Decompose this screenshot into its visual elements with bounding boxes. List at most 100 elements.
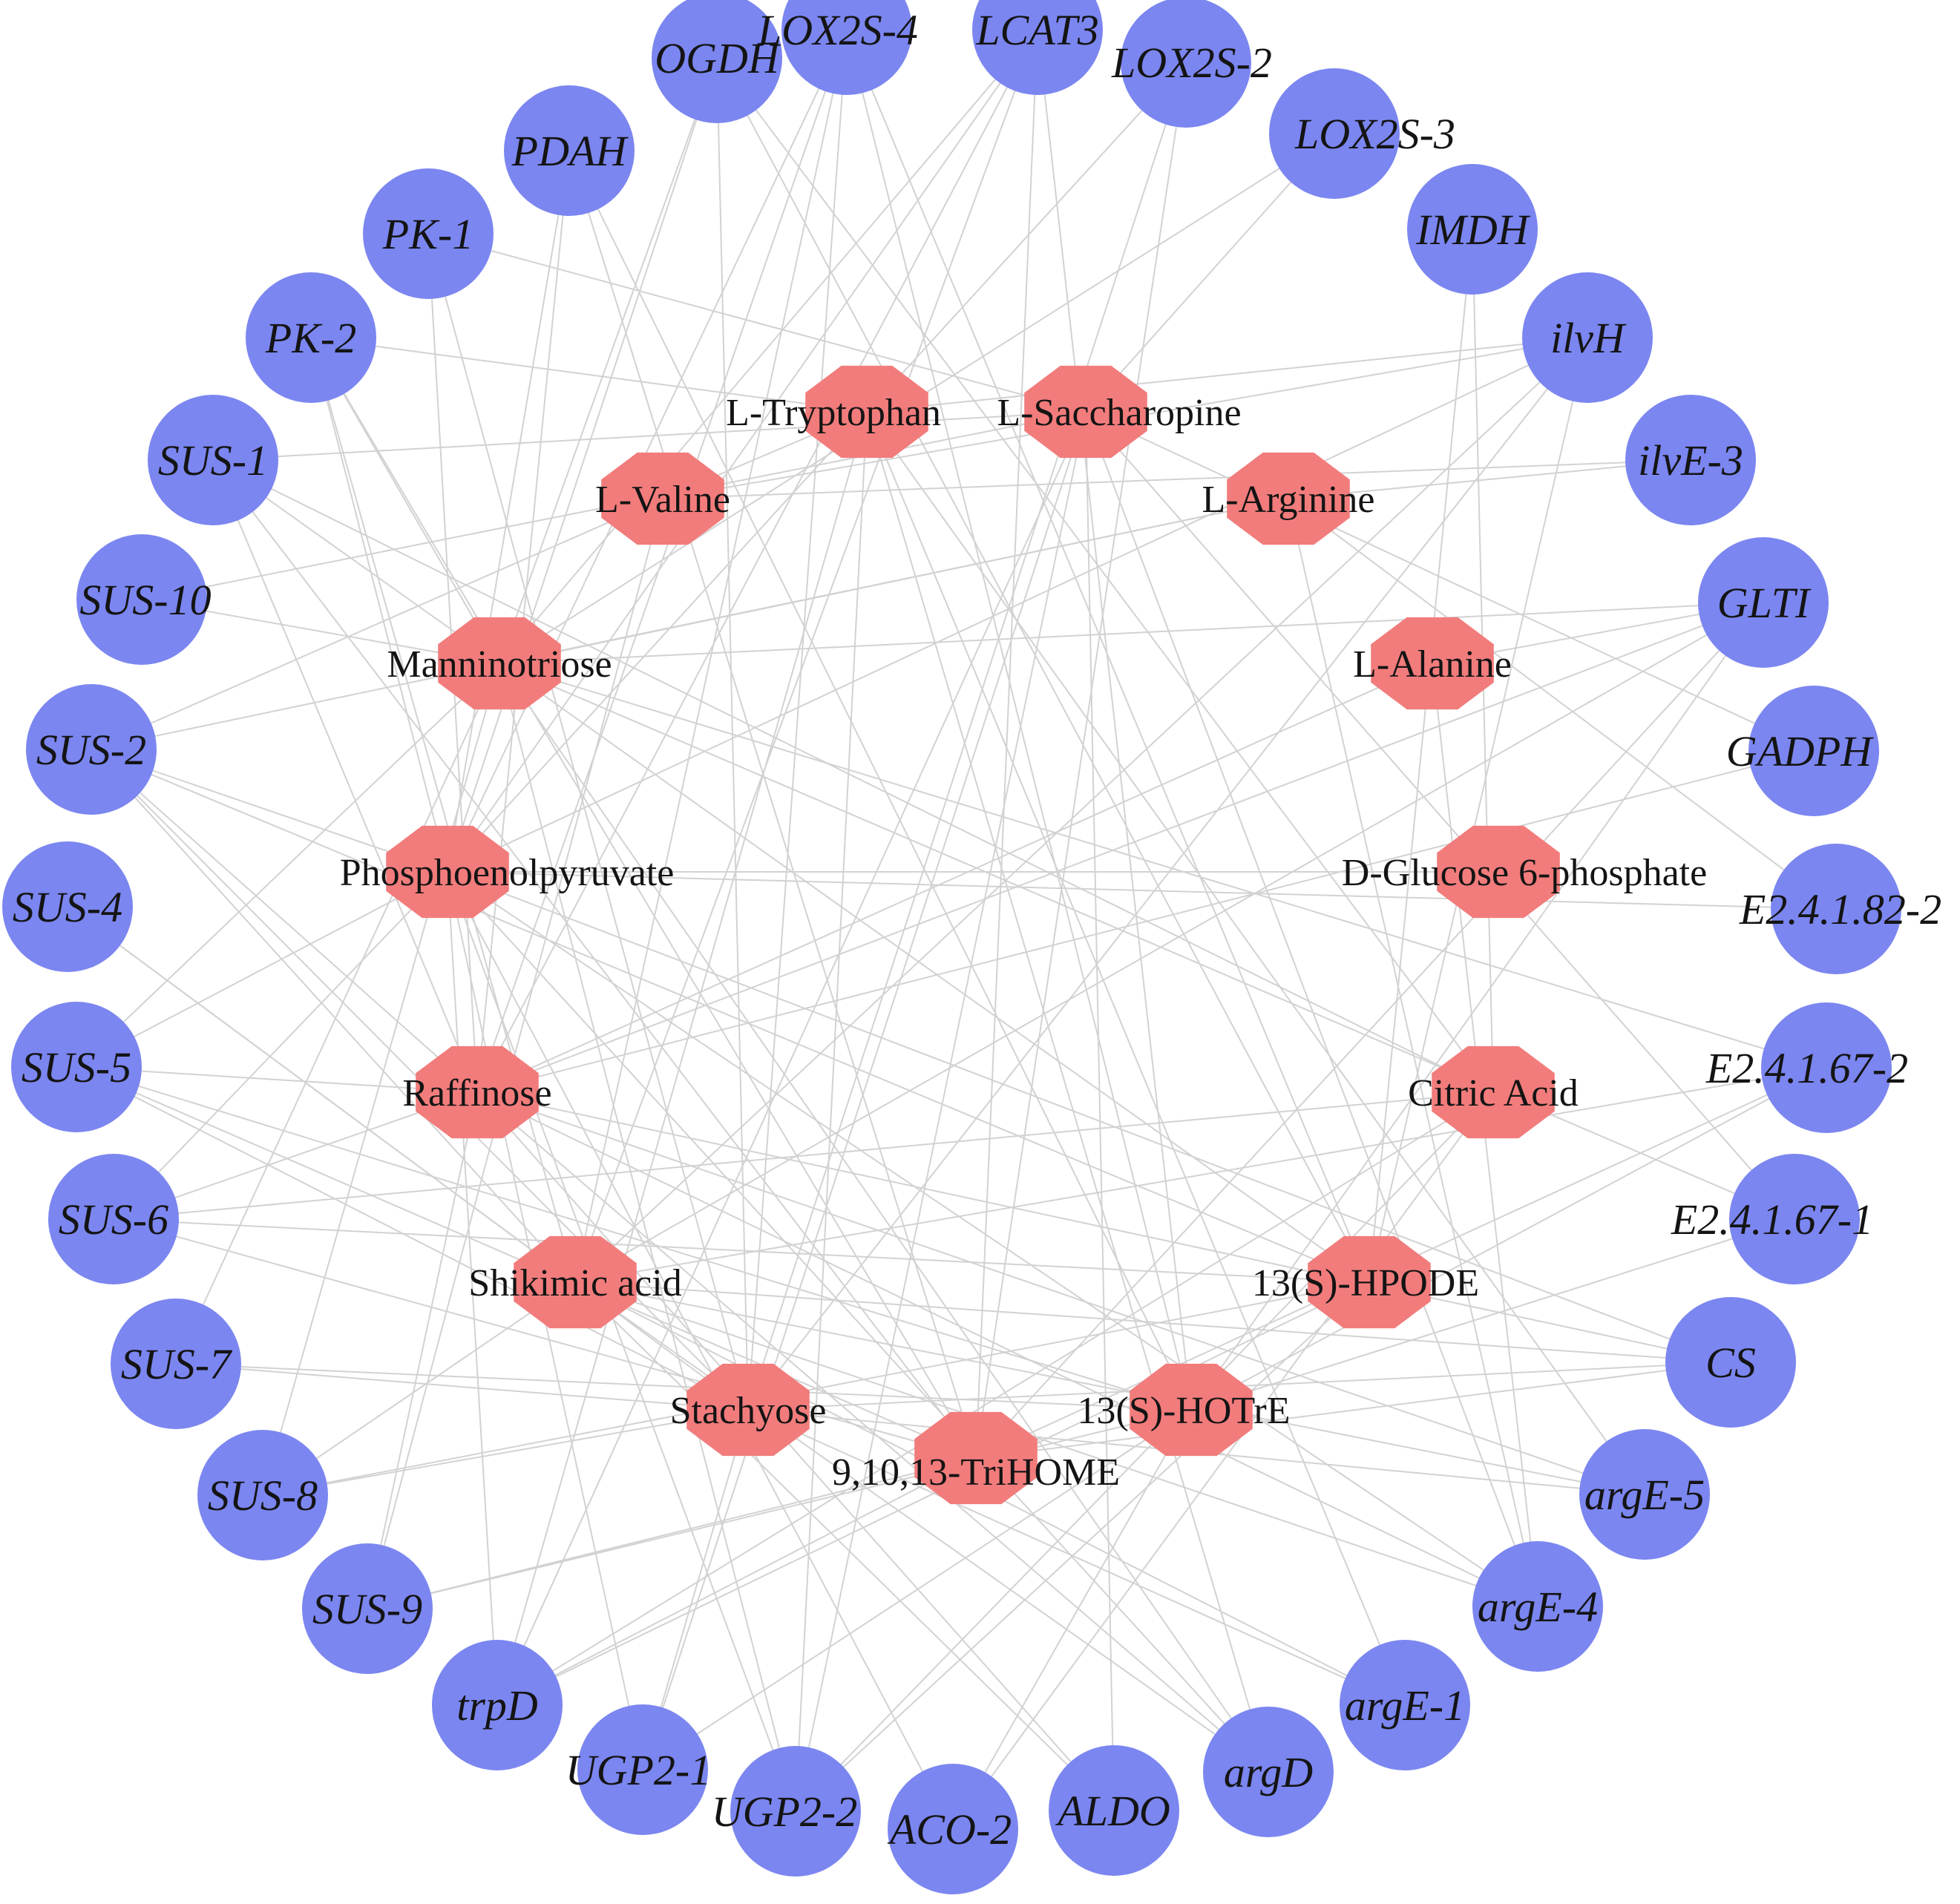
metabolite-octagon: [805, 365, 928, 459]
metabolite-node-phosphoenolpyruvate[interactable]: Phosphoenolpyruvate: [340, 825, 675, 919]
gene-circle: [1665, 1297, 1796, 1428]
gene-node-sus-2[interactable]: SUS-2: [26, 684, 157, 815]
metabolite-node-l-alanine[interactable]: L-Alanine: [1353, 617, 1512, 710]
metabolite-node-d-glucose-6-phosphate[interactable]: D-Glucose 6-phosphate: [1342, 825, 1707, 919]
edge-pk-1-stachyose: [427, 233, 749, 1411]
metabolite-octagon: [1227, 452, 1350, 545]
metabolite-label: L-Alanine: [1353, 643, 1512, 686]
edge-sus-6-9-10-13-trihome: [113, 1218, 977, 1459]
gene-circle: [26, 684, 157, 815]
gene-circle: [363, 168, 494, 299]
gene-node-sus-5[interactable]: SUS-5: [11, 1002, 142, 1132]
gene-node-cs[interactable]: CS: [1665, 1297, 1796, 1428]
edge-lox2s-4-13-s-hpode: [846, 29, 1370, 1283]
gene-label: UGP2-1: [566, 1746, 712, 1794]
gene-node-lox2s-3[interactable]: LOX2S-3: [1269, 68, 1455, 199]
edge-sus-9-13-s-hotre: [367, 1409, 1192, 1609]
edge-arge-1-stachyose: [747, 1409, 1406, 1706]
gene-node-aco-2[interactable]: ACO-2: [887, 1764, 1018, 1894]
metabolite-octagon: [1308, 1235, 1431, 1329]
edge-ogdh-13-s-hpode: [716, 57, 1370, 1283]
gene-label: PDAH: [511, 127, 629, 175]
gene-node-ugp2-2[interactable]: UGP2-2: [712, 1746, 861, 1877]
edge-sus-2-13-s-hpode: [91, 749, 1370, 1283]
metabolite-label: 13(S)-HPODE: [1252, 1262, 1479, 1304]
edge-sus-1-citric-acid: [212, 459, 1494, 1093]
metabolite-node-9-10-13-trihome[interactable]: 9,10,13-TriHOME: [832, 1411, 1120, 1505]
edge-aldo-shikimic-acid: [574, 1281, 1115, 1811]
gene-node-arge-5[interactable]: argE-5: [1579, 1429, 1710, 1560]
gene-node-arge-4[interactable]: argE-4: [1472, 1541, 1603, 1672]
metabolite-node-l-saccharopine[interactable]: L-Saccharopine: [997, 365, 1242, 459]
gene-node-pdah[interactable]: PDAH: [504, 85, 635, 216]
gene-node-gadph[interactable]: GADPH: [1726, 686, 1879, 816]
gene-node-sus-10[interactable]: SUS-10: [76, 534, 212, 665]
edge-argd-manninotriose: [499, 663, 1269, 1773]
metabolite-node-manninotriose[interactable]: Manninotriose: [387, 617, 612, 710]
gene-circle: [1340, 1640, 1470, 1770]
gene-node-pk-1[interactable]: PK-1: [363, 168, 494, 299]
edge-arge-4-shikimic-acid: [574, 1281, 1538, 1607]
gene-node-pk-2[interactable]: PK-2: [246, 272, 376, 403]
metabolite-node-13-s-hpode[interactable]: 13(S)-HPODE: [1252, 1235, 1479, 1329]
gene-node-e2-4-1-82-2[interactable]: E2.4.1.82-2: [1739, 844, 1941, 974]
metabolite-node-raffinose[interactable]: Raffinose: [402, 1045, 552, 1139]
gene-circle: [781, 0, 912, 95]
edge-ogdh-citric-acid: [716, 57, 1494, 1093]
edge-lox2s-4-phosphoenolpyruvate: [447, 29, 848, 873]
edge-ilvh-13-s-hpode: [1369, 337, 1588, 1283]
gene-node-glti[interactable]: GLTI: [1698, 537, 1829, 668]
edge-gadph-l-saccharopine: [1085, 411, 1815, 752]
gene-circle: [1269, 68, 1400, 199]
gene-node-sus-4[interactable]: SUS-4: [2, 841, 133, 972]
gene-node-ogdh[interactable]: OGDH: [652, 0, 782, 123]
gene-node-argd[interactable]: argD: [1203, 1707, 1334, 1837]
metabolite-node-l-arginine[interactable]: L-Arginine: [1202, 452, 1375, 545]
gene-node-sus-6[interactable]: SUS-6: [48, 1154, 179, 1284]
edge-glti-manninotriose: [499, 602, 1764, 664]
gene-circle: [730, 1746, 861, 1877]
metabolite-node-l-valine[interactable]: L-Valine: [595, 452, 730, 545]
metabolite-node-l-tryptophan[interactable]: L-Tryptophan: [726, 365, 941, 459]
edge-argd-l-tryptophan: [866, 411, 1269, 1773]
gene-node-ilvh[interactable]: ilvH: [1522, 272, 1653, 403]
edge-sus-7-stachyose: [175, 1363, 749, 1411]
metabolite-octagon: [686, 1363, 810, 1457]
gene-node-lcat3[interactable]: LCAT3: [972, 0, 1103, 95]
edge-e2-4-1-82-2-phosphoenolpyruvate: [447, 871, 1837, 910]
gene-circle: [1761, 1002, 1892, 1133]
gene-node-aldo[interactable]: ALDO: [1049, 1745, 1179, 1876]
edge-sus-5-stachyose: [76, 1066, 749, 1411]
edge-sus-7-manninotriose: [175, 663, 500, 1365]
edge-e2-4-1-67-2-13-s-hotre: [1190, 1067, 1827, 1411]
gene-node-trpd[interactable]: trpD: [432, 1640, 563, 1770]
gene-node-arge-1[interactable]: argE-1: [1340, 1640, 1470, 1770]
gene-circle: [504, 85, 635, 216]
gene-label: argE-4: [1478, 1583, 1598, 1631]
gene-node-lox2s-4[interactable]: LOX2S-4: [757, 0, 918, 95]
gene-node-imdh[interactable]: IMDH: [1407, 164, 1538, 295]
edge-e2-4-1-67-1-13-s-hotre: [1190, 1218, 1795, 1411]
gene-node-lox2s-2[interactable]: LOX2S-2: [1111, 0, 1272, 128]
gene-node-sus-1[interactable]: SUS-1: [148, 395, 278, 525]
gene-node-e2-4-1-67-2[interactable]: E2.4.1.67-2: [1705, 1002, 1908, 1133]
metabolite-node-13-s-hotre[interactable]: 13(S)-HOTrE: [1078, 1363, 1291, 1457]
gene-circle: [652, 0, 782, 123]
gene-node-sus-7[interactable]: SUS-7: [111, 1299, 241, 1429]
edge-ilvh-phosphoenolpyruvate: [447, 337, 1588, 873]
gene-node-ilve-3[interactable]: ilvE-3: [1625, 395, 1756, 525]
gene-node-sus-8[interactable]: SUS-8: [197, 1430, 328, 1560]
metabolite-node-stachyose[interactable]: Stachyose: [670, 1363, 827, 1457]
edge-trpd-9-10-13-trihome: [496, 1457, 977, 1706]
gene-node-e2-4-1-67-1[interactable]: E2.4.1.67-1: [1671, 1154, 1873, 1284]
edge-aco-2-citric-acid: [952, 1091, 1494, 1830]
metabolite-node-shikimic-acid[interactable]: Shikimic acid: [468, 1235, 682, 1329]
gene-label: GLTI: [1717, 579, 1812, 627]
gene-node-ugp2-1[interactable]: UGP2-1: [566, 1704, 712, 1835]
gene-node-sus-9[interactable]: SUS-9: [302, 1543, 433, 1674]
gene-label: PK-2: [265, 314, 356, 362]
metabolite-node-citric-acid[interactable]: Citric Acid: [1408, 1045, 1579, 1139]
metabolite-label: Phosphoenolpyruvate: [340, 852, 675, 894]
metabolite-label: Shikimic acid: [468, 1262, 681, 1304]
edge-lox2s-2-stachyose: [747, 62, 1187, 1411]
